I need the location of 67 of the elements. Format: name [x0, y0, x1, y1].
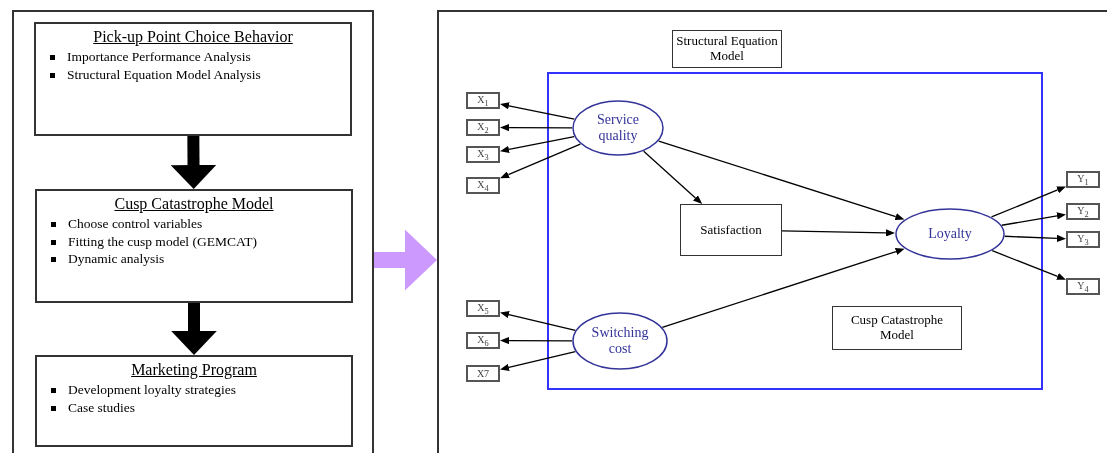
indicator-box [1066, 171, 1100, 188]
arrow [661, 248, 905, 328]
indicator-box [466, 300, 500, 317]
construct-ellipse [895, 208, 1005, 260]
frame-box [547, 72, 1043, 390]
indicator-label: X7 [476, 368, 490, 379]
indicator-box [1066, 203, 1100, 220]
box-label: Structural Equation Model [675, 34, 779, 64]
construct-label: Loyalty [928, 225, 972, 243]
arrow [500, 350, 576, 371]
construct-ellipse [572, 312, 668, 370]
indicator-label: X$_{6}$ [477, 333, 489, 348]
section-heading: Cusp Catastrophe Model [113, 195, 275, 213]
arrow [991, 250, 1066, 280]
indicator-label: X$_{5}$ [477, 301, 489, 316]
frame-box [12, 10, 374, 453]
process-box [34, 22, 352, 136]
bullet-item: Case studies [68, 398, 136, 417]
label-box [680, 204, 782, 256]
arrow [990, 186, 1066, 218]
bullet-item: Dynamic analysis [68, 250, 165, 268]
arrow [643, 150, 703, 204]
bullet-item: Structural Equation Model Analysis [67, 65, 261, 84]
arrow [500, 311, 576, 332]
arrow [1001, 212, 1066, 226]
bullet-item: Fitting the cusp model (GEMCAT) [68, 232, 257, 251]
process-box [35, 355, 353, 447]
frame-box [437, 10, 1107, 453]
construct-label: Switching cost [590, 324, 650, 358]
label-box [832, 306, 962, 350]
indicator-label: X$_{1}$ [477, 93, 489, 108]
arrow [500, 336, 573, 345]
indicator-box [466, 177, 500, 194]
indicator-label: Y$_{4}$ [1077, 279, 1089, 294]
arrow [1004, 234, 1066, 243]
arrow [781, 229, 896, 237]
box-label: Cusp Catastrophe Model [849, 313, 945, 343]
block-arrow [170, 135, 217, 189]
section-heading: Marketing Program [130, 361, 258, 379]
indicator-label: Y$_{2}$ [1077, 204, 1089, 219]
indicator-label: X$_{3}$ [477, 147, 489, 162]
arrow [500, 102, 576, 120]
indicator-box [466, 146, 500, 163]
arrow [500, 143, 581, 179]
construct-ellipse [572, 100, 664, 156]
indicator-box [466, 332, 500, 349]
indicator-label: Y$_{3}$ [1077, 232, 1089, 247]
indicator-box [466, 365, 500, 382]
construct-label: Service quality [596, 111, 640, 145]
section-heading: Pick-up Point Choice Behavior [92, 28, 294, 46]
indicator-label: X$_{4}$ [477, 178, 489, 193]
arrow [500, 135, 575, 153]
block-arrow [374, 229, 437, 291]
process-box [35, 189, 353, 303]
block-arrow [171, 303, 217, 355]
indicator-label: X$_{2}$ [477, 120, 489, 135]
indicator-label: Y$_{1}$ [1077, 172, 1089, 187]
indicator-box [1066, 231, 1100, 248]
indicator-box [466, 92, 500, 109]
arrow [658, 140, 905, 221]
box-label: Satisfaction [700, 222, 762, 238]
indicator-box [1066, 278, 1100, 295]
arrow [500, 123, 573, 132]
indicator-box [466, 119, 500, 136]
bullet-item: Development loyalty strategies [68, 381, 236, 399]
bullet-item: Choose control variables [68, 215, 203, 233]
bullet-item: Importance Performance Analysis [67, 48, 251, 66]
